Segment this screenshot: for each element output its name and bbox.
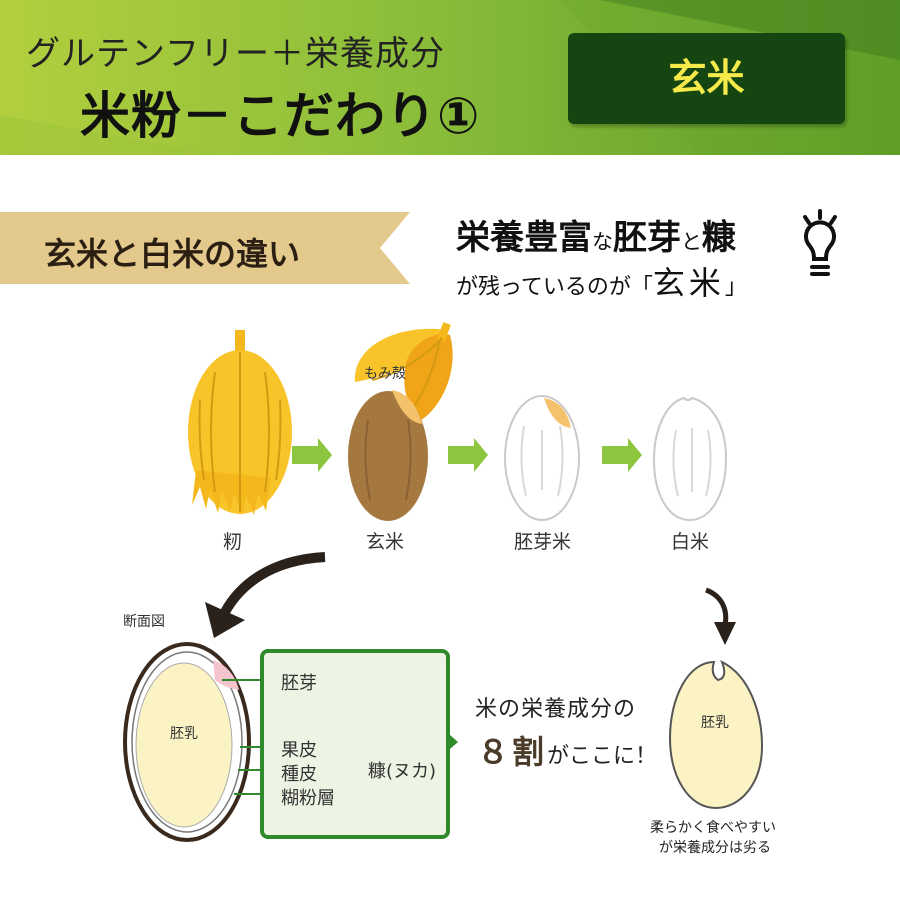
header-title: 米粉－こだわり①	[80, 87, 481, 145]
label-husk: もみ殻	[364, 366, 406, 382]
bran-callout-box	[260, 649, 450, 839]
white-rice-caption-2: が栄養成分は劣る	[659, 840, 771, 856]
label-white-rice: 白米	[671, 531, 710, 553]
down-arrow-icon	[704, 587, 736, 645]
section-title: 玄米と白米の違い	[44, 235, 301, 273]
header-banner: グルテンフリー＋栄養成分 米粉－こだわり① 玄米	[0, 0, 900, 155]
highlight-suffix: がここに！	[547, 744, 658, 769]
label-seed-coat: 種皮	[281, 764, 317, 785]
label-aleurone: 糊粉層	[281, 788, 335, 809]
lead-to: と	[681, 230, 702, 254]
arrow-right-icon	[448, 438, 488, 472]
highlight-line-1: 米の栄養成分の	[475, 697, 637, 722]
husk-illustration	[354, 322, 453, 422]
cross-section-illustration	[123, 642, 251, 842]
germ-rice-illustration	[504, 395, 580, 521]
label-germ-rice: 胚芽米	[514, 531, 572, 553]
lead-line2-prefix: が残っているのが「	[456, 275, 653, 300]
label-endosperm: 胚乳	[170, 726, 198, 742]
brown-rice-illustration	[348, 390, 428, 521]
cross-section-title: 断面図	[123, 614, 165, 630]
header-subtitle: グルテンフリー＋栄養成分	[26, 34, 445, 74]
lead-line-2: が残っているのが「玄米」	[456, 258, 747, 304]
rough-rice-illustration	[188, 330, 292, 515]
lead-germ: 胚芽	[613, 218, 681, 258]
arrow-right-icon	[602, 438, 642, 472]
lightbulb-icon	[803, 209, 837, 276]
lead-line-1: 栄養豊富な胚芽と糠	[456, 210, 736, 259]
curved-arrow-icon	[205, 552, 326, 638]
white-rice-illustration	[652, 396, 728, 522]
lead-bran: 糠	[702, 218, 736, 258]
label-pericarp: 果皮	[281, 740, 317, 761]
lead-line2-suffix: 」	[724, 275, 747, 300]
section-ribbon	[0, 212, 410, 284]
label-bran: 糠(ヌカ)	[368, 761, 437, 782]
lead-nutrient-rich: 栄養豊富	[456, 218, 592, 258]
white-rice-endosperm-label: 胚乳	[701, 715, 729, 731]
label-rough-rice: 籾	[223, 531, 243, 553]
lead-na: な	[592, 230, 613, 254]
label-brown-rice: 玄米	[366, 531, 405, 553]
label-germ: 胚芽	[281, 673, 317, 694]
white-rice-caption-1: 柔らかく食べやすい	[650, 820, 776, 836]
arrow-right-icon	[292, 438, 332, 472]
highlight-eighty-percent: ８割	[477, 733, 548, 771]
highlight-line-2: ８割がここに！	[477, 727, 657, 773]
lead-brown-rice: 玄米	[652, 264, 725, 302]
brown-rice-badge: 玄米	[568, 33, 845, 124]
bitten-white-rice-illustration	[668, 659, 764, 810]
